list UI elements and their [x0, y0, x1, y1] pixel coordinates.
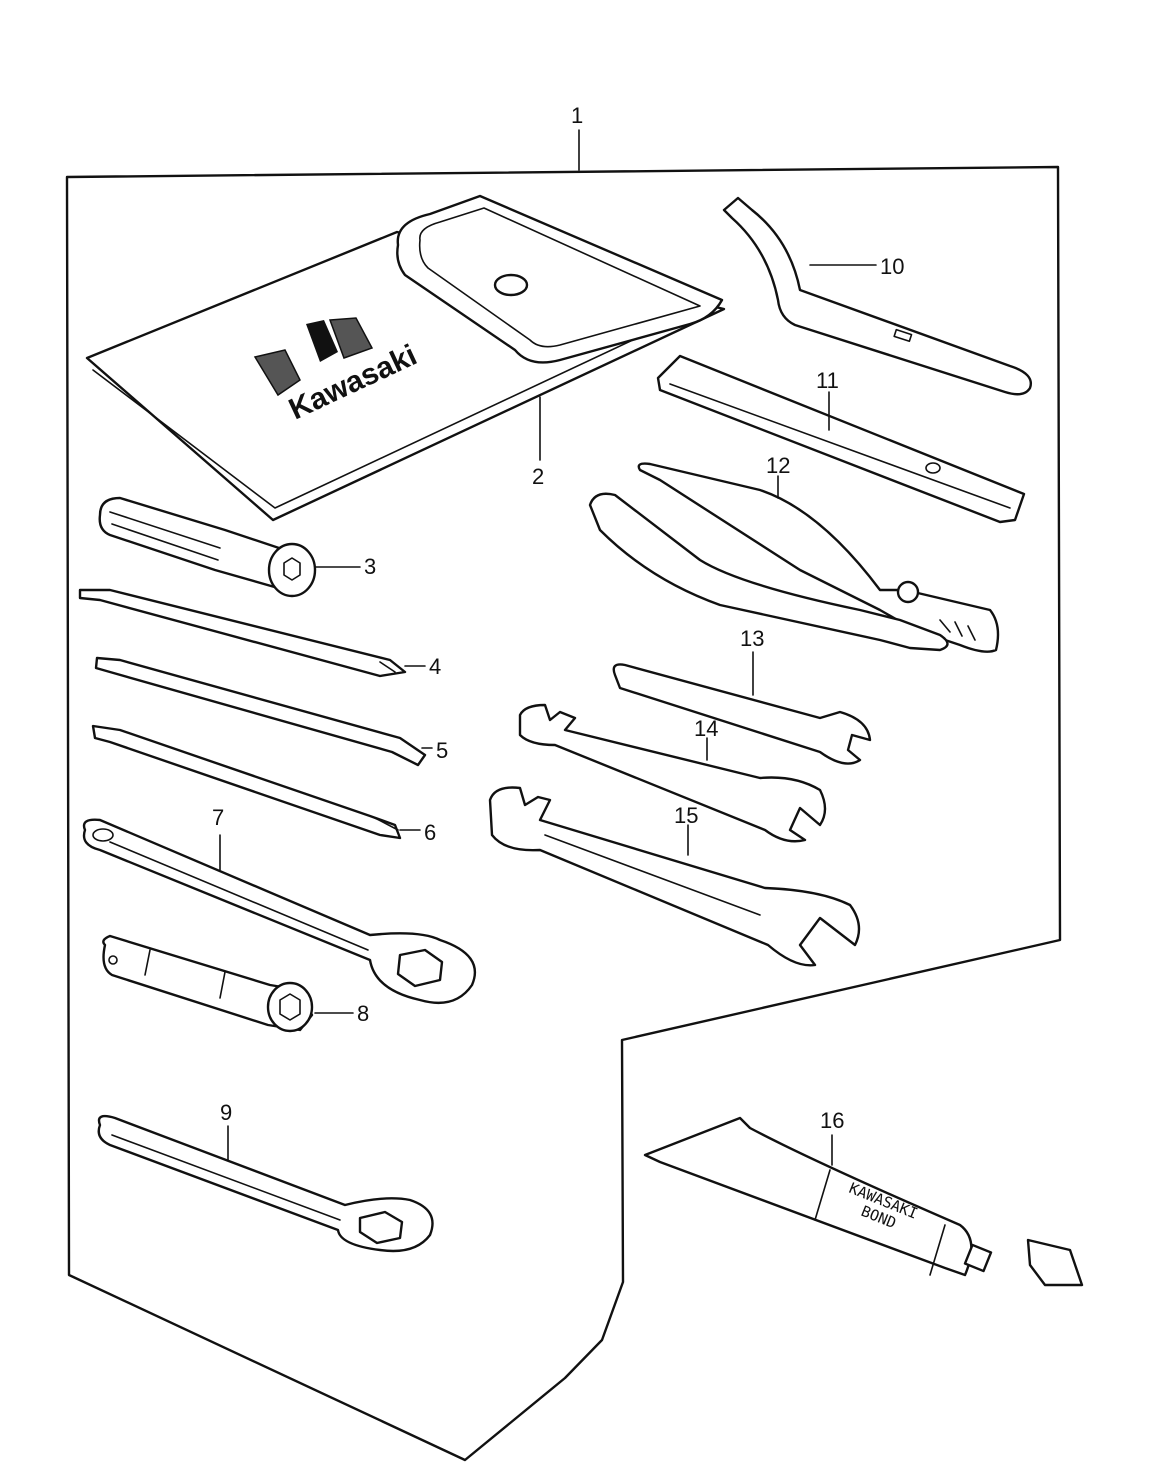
callout-12: 12	[766, 453, 790, 478]
open-wrench-14	[518, 703, 827, 843]
callout-10: 10	[880, 254, 904, 279]
callout-9: 9	[220, 1100, 232, 1125]
hook-spanner-10	[722, 196, 1032, 396]
tool-pouch: Kawasaki	[85, 194, 726, 522]
callout-1: 1	[571, 103, 583, 128]
callout-16: 16	[820, 1108, 844, 1133]
box-wrench-7	[82, 818, 477, 1005]
callout-15: 15	[674, 803, 698, 828]
callout-14: 14	[694, 716, 718, 741]
box-wrench-9	[97, 1114, 434, 1253]
callout-3: 3	[364, 554, 376, 579]
callout-5: 5	[436, 738, 448, 763]
callout-4: 4	[429, 654, 441, 679]
open-wrench-13	[612, 663, 872, 765]
screwdriver-5	[94, 656, 427, 767]
screwdriver-handle	[98, 496, 317, 598]
callout-2: 2	[532, 464, 544, 489]
callout-6: 6	[424, 820, 436, 845]
bond-tube-16: KAWASAKI BOND	[643, 1116, 1084, 1287]
screwdriver-6	[91, 724, 402, 840]
screwdriver-4	[78, 588, 407, 678]
flat-bar-11	[656, 354, 1026, 524]
open-wrench-15	[488, 786, 861, 967]
callout-13: 13	[740, 626, 764, 651]
callout-8: 8	[357, 1001, 369, 1026]
pliers-12	[588, 462, 1000, 653]
kit-outline	[65, 165, 1062, 1462]
socket-wrench-8	[102, 934, 314, 1033]
callout-11: 11	[816, 368, 839, 393]
callout-7: 7	[212, 805, 224, 830]
